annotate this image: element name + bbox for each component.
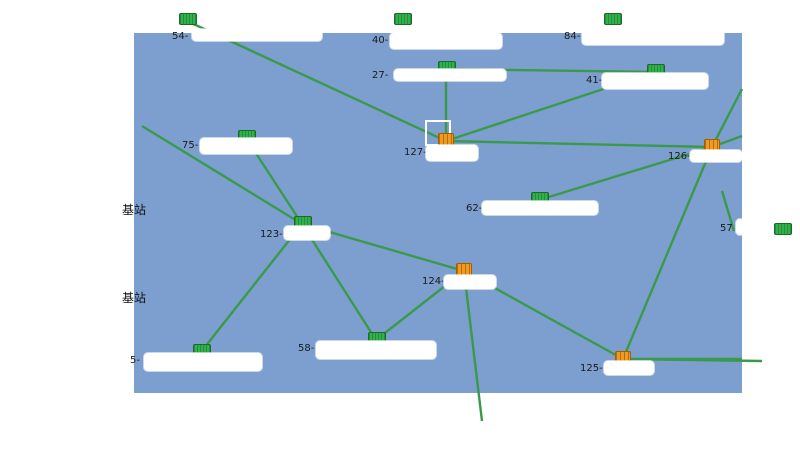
- side-text-1: 基站: [122, 203, 147, 217]
- topology-edges: [141, 19, 763, 422]
- label-redaction: [690, 150, 742, 162]
- node-label-5: 5-: [130, 355, 140, 366]
- label-redaction: [602, 73, 708, 89]
- topology-edge: [200, 223, 303, 353]
- topology-edge: [621, 146, 714, 360]
- label-redaction: [444, 275, 496, 289]
- label-redaction: [604, 361, 654, 375]
- node-label-62: 62-: [466, 203, 483, 214]
- node-label-84: 84-: [564, 31, 581, 42]
- topology-edge: [538, 145, 713, 202]
- topology-edge: [710, 88, 744, 148]
- label-redaction: [582, 29, 724, 45]
- node-label-57: 57: [720, 223, 733, 234]
- label-redaction: [316, 341, 436, 359]
- label-redaction: [394, 69, 506, 81]
- label-redaction: [426, 145, 478, 161]
- label-redaction: [200, 138, 292, 154]
- topology-map[interactable]: 54- 40- 84- 27- 41- 127- 126- 75- 62- 12…: [122, 13, 792, 422]
- node-label-58: 58-: [298, 343, 315, 354]
- label-redaction: [192, 29, 322, 41]
- label-redaction: [390, 33, 502, 49]
- topology-edge: [141, 124, 303, 226]
- node-label-27: 27-: [372, 70, 389, 81]
- node-label-124: 124-: [422, 276, 445, 287]
- node-label-54: 54-: [172, 31, 189, 42]
- node-label-75: 75-: [182, 140, 199, 151]
- node-label-127: 127-: [404, 147, 427, 158]
- topology-edge: [445, 139, 713, 149]
- topology-edge: [186, 19, 447, 143]
- green-node-icon[interactable]: [179, 13, 197, 25]
- node-label-123: 123-: [260, 229, 283, 240]
- topology-edge: [300, 223, 378, 341]
- node-label-125: 125-: [580, 363, 603, 374]
- node-label-126: 126-: [668, 151, 691, 162]
- green-node-icon[interactable]: [774, 223, 792, 235]
- topology-edge: [720, 190, 736, 232]
- node-label-40: 40-: [372, 35, 389, 46]
- topology-edge: [462, 270, 484, 422]
- label-redaction: [482, 201, 598, 215]
- node-label-41: 41-: [586, 75, 603, 86]
- label-redaction: [736, 219, 744, 235]
- label-redaction: [144, 353, 262, 371]
- side-text-2: 基站: [122, 291, 147, 305]
- label-redaction: [284, 226, 330, 240]
- green-node-icon[interactable]: [394, 13, 412, 25]
- green-node-icon[interactable]: [604, 13, 622, 25]
